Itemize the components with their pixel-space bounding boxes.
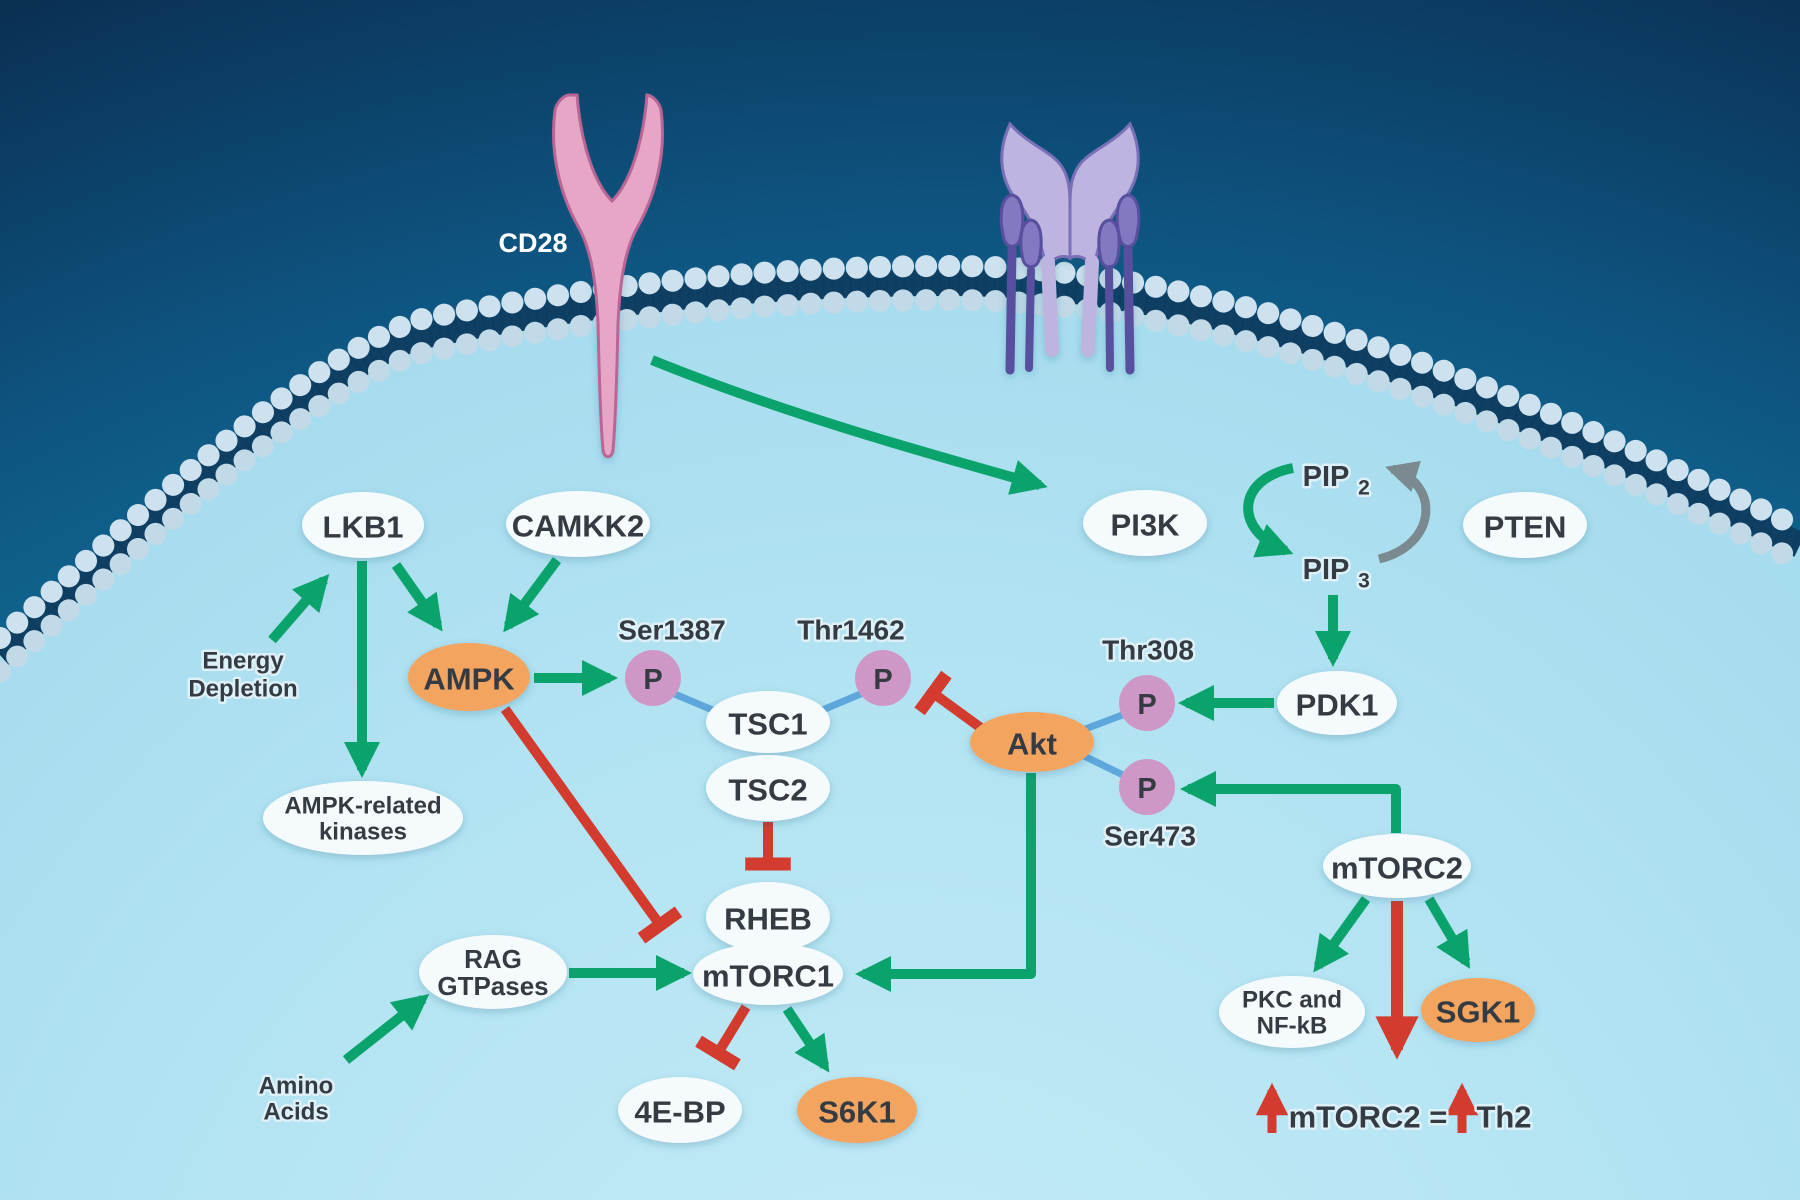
arrow-pip3-to-pip2-pten bbox=[1377, 460, 1431, 564]
arrow-akt-to-mtorc1 bbox=[855, 773, 1036, 992]
tbar-mtorc1-to-4ebp bbox=[695, 1004, 751, 1071]
node-ampk: AMPK bbox=[408, 643, 530, 711]
node-rag-line2: GTPases bbox=[437, 971, 548, 1001]
node-s6k1-label: S6K1 bbox=[818, 1095, 896, 1130]
phospho-letter: P bbox=[643, 664, 662, 696]
phospho-letter: P bbox=[873, 664, 892, 696]
node-rag-line1: RAG bbox=[464, 944, 522, 974]
node-pdk1-label: PDK1 bbox=[1296, 688, 1379, 723]
phospho-ser473: P bbox=[1119, 759, 1175, 815]
labels: CD28 Ser1387 Thr1462 Thr308 Ser473 PIP 2… bbox=[186, 228, 1534, 1137]
node-akt-label: Akt bbox=[1007, 727, 1057, 762]
arrow-mtorc2-to-pkc bbox=[1313, 896, 1371, 973]
arrow-mtorc2-to-ser473 bbox=[1180, 771, 1401, 833]
arrow-mtorc2-to-sgk1 bbox=[1424, 896, 1471, 969]
node-4ebp: 4E-BP bbox=[618, 1077, 742, 1143]
phospho-letter: P bbox=[1137, 689, 1156, 721]
energy-depletion-line2: Depletion bbox=[188, 676, 297, 703]
tbar-akt-to-thr1462 bbox=[914, 670, 984, 733]
pip3-label: PIP bbox=[1303, 554, 1350, 586]
tcr-complex bbox=[999, 121, 1141, 375]
node-ampk-related-line2: kinases bbox=[319, 819, 407, 846]
node-tsc1-label: TSC1 bbox=[728, 707, 807, 742]
node-sgk1: SGK1 bbox=[1421, 978, 1535, 1042]
node-pkc-line2: NF-kB bbox=[1257, 1013, 1328, 1040]
cd28-label: CD28 bbox=[498, 228, 567, 258]
node-sgk1-label: SGK1 bbox=[1436, 995, 1520, 1030]
cd28-receptor bbox=[552, 93, 664, 459]
membrane-outer-heads bbox=[0, 254, 1800, 649]
arrow-amino-to-rag bbox=[342, 994, 430, 1064]
node-tsc1: TSC1 bbox=[706, 691, 830, 753]
arrow-mtorc1-to-s6k1 bbox=[782, 1006, 830, 1073]
amino-acids-line2: Acids bbox=[263, 1099, 328, 1126]
pip2-subscript: 2 bbox=[1358, 477, 1370, 500]
node-pi3k: PI3K bbox=[1083, 490, 1207, 556]
energy-depletion-line1: Energy bbox=[202, 648, 284, 675]
arrow-lkb1-to-ampk bbox=[391, 562, 443, 632]
tcr-alpha-beta-chains bbox=[1000, 121, 1140, 273]
node-ampk-related-kinases: AMPK-related kinases bbox=[263, 781, 463, 855]
node-camkk2-label: CAMKK2 bbox=[512, 509, 645, 544]
phospho-badges: P P P P bbox=[625, 650, 1175, 815]
node-s6k1: S6K1 bbox=[797, 1077, 917, 1143]
membrane-inner-heads bbox=[0, 288, 1800, 683]
site-thr1462: Thr1462 bbox=[797, 615, 904, 646]
tbar-ampk-to-mtorc1 bbox=[500, 706, 683, 944]
site-ser473: Ser473 bbox=[1104, 821, 1196, 852]
node-pten-label: PTEN bbox=[1484, 510, 1567, 545]
node-mtorc2: mTORC2 bbox=[1323, 834, 1471, 898]
node-pdk1: PDK1 bbox=[1277, 671, 1397, 735]
amino-acids-line1: Amino bbox=[259, 1073, 334, 1100]
pip2-label: PIP bbox=[1303, 461, 1350, 493]
phospho-thr308: P bbox=[1119, 675, 1175, 731]
node-mtorc2-label: mTORC2 bbox=[1331, 851, 1463, 886]
phospho-letter: P bbox=[1137, 773, 1156, 805]
node-pkc-line1: PKC and bbox=[1242, 987, 1342, 1014]
phospho-thr1462: P bbox=[855, 650, 911, 706]
node-pi3k-label: PI3K bbox=[1111, 508, 1181, 543]
membrane-tails-texture bbox=[0, 273, 1800, 662]
pip3-subscript: 3 bbox=[1358, 570, 1370, 593]
node-pkc-nfkb: PKC and NF-kB bbox=[1219, 976, 1365, 1048]
caption-mtorc2-eq: mTORC2 = bbox=[1289, 1100, 1448, 1135]
arrow-pip2-to-pip3 bbox=[1243, 463, 1295, 558]
cd3-chains bbox=[999, 193, 1141, 375]
node-mtorc1: mTORC1 bbox=[693, 943, 843, 1005]
pathway-edges bbox=[268, 355, 1479, 1133]
node-mtorc1-label: mTORC1 bbox=[702, 959, 834, 994]
node-camkk2: CAMKK2 bbox=[506, 491, 650, 557]
caption-th2: Th2 bbox=[1476, 1100, 1531, 1135]
plasma-membrane bbox=[0, 254, 1800, 683]
arrow-camkk2-to-ampk bbox=[503, 557, 562, 633]
phospho-ser1387: P bbox=[625, 650, 681, 706]
node-tsc2-label: TSC2 bbox=[728, 773, 807, 808]
node-rheb: RHEB bbox=[706, 882, 830, 952]
node-rag-gtpases: RAG GTPases bbox=[419, 935, 567, 1009]
node-akt: Akt bbox=[970, 712, 1094, 772]
node-ampk-related-line1: AMPK-related bbox=[284, 793, 441, 820]
arrow-energy-to-lkb1 bbox=[268, 573, 330, 644]
node-4ebp-label: 4E-BP bbox=[634, 1095, 725, 1130]
node-ampk-label: AMPK bbox=[423, 662, 515, 697]
node-lkb1: LKB1 bbox=[302, 492, 424, 558]
site-ser1387: Ser1387 bbox=[618, 615, 725, 646]
node-tsc2: TSC2 bbox=[706, 755, 830, 821]
node-lkb1-label: LKB1 bbox=[323, 510, 404, 545]
site-thr308: Thr308 bbox=[1102, 635, 1194, 666]
node-rheb-label: RHEB bbox=[724, 902, 812, 937]
arrow-cd28-to-pi3k bbox=[650, 355, 1048, 495]
node-pten: PTEN bbox=[1463, 492, 1587, 558]
